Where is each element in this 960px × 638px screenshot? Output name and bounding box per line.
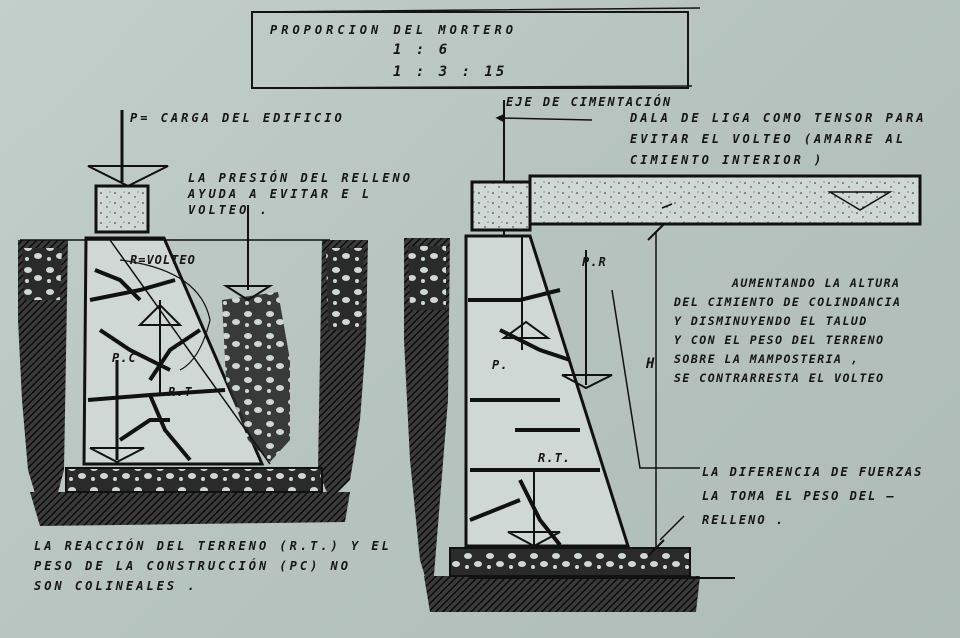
left-foundation <box>18 110 368 526</box>
axis-label: EJE DE CIMENTACIÓN <box>506 95 673 109</box>
axis-pointer <box>495 113 593 123</box>
overturn-label: R=VOLTEO <box>130 253 196 267</box>
left-load-block <box>94 184 150 234</box>
pr-leader <box>611 289 700 469</box>
fill-pressure-line-1: LA PRESIÓN DEL RELLENO <box>188 171 413 185</box>
left-load-head <box>87 165 169 188</box>
left-caption-line-1: LA REACCIÓN DEL TERRENO (R.T.) Y EL <box>34 539 392 553</box>
title-heading: PROPORCION DEL MORTERO <box>270 23 517 37</box>
p-label: P. <box>492 358 509 372</box>
tie-beam-line-1: DALA DE LIGA COMO TENSOR PARA <box>630 111 927 125</box>
tie-beam-line-3: CIMIENTO INTERIOR ) <box>630 153 825 167</box>
difference-line-3: RELLENO . <box>702 513 786 527</box>
rt-label-left: R.T <box>168 385 193 399</box>
left-masonry-joints <box>87 268 226 462</box>
right-soil-bottom <box>424 576 700 612</box>
fill-pressure-note: LA PRESIÓN DEL RELLENO AYUDA A EVITAR E … <box>188 170 413 218</box>
pc-label: P.C <box>112 351 137 365</box>
fill-pressure-line-2: AYUDA A EVITAR E L <box>188 187 373 201</box>
ratio-2: 1 : 3 : 15 <box>393 64 508 80</box>
tie-leader <box>661 203 673 209</box>
left-rt-triangle <box>137 303 183 326</box>
pr-label: P.R <box>582 255 607 269</box>
left-caption-line-2: PESO DE LA CONSTRUCCIÓN (PC) NO <box>34 559 351 573</box>
tie-beam-line-2: EVITAR EL VOLTEO (AMARRE AL <box>630 132 907 146</box>
right-base-stones <box>449 547 691 577</box>
right-p-triangle <box>500 320 552 339</box>
right-rt-triangle <box>507 531 561 548</box>
left-soil-right-stones <box>326 248 364 330</box>
right-foundation <box>404 100 922 612</box>
explanation-line-3: Y DISMINUYENDO EL TALUD <box>674 314 868 328</box>
difference-note: LA DIFERENCIA DE FUERZAS LA TOMA EL PESO… <box>702 460 923 532</box>
left-fill-triangle <box>222 285 274 302</box>
explanation-line-4: Y CON EL PESO DEL TERRENO <box>674 333 885 347</box>
right-soil-left <box>404 238 450 600</box>
left-caption-line-3: SON COLINEALES . <box>34 579 198 593</box>
left-overturn-line <box>109 239 271 465</box>
right-soil-left-stones <box>408 246 446 310</box>
load-label: P= CARGA DEL EDIFICIO <box>130 111 345 125</box>
difference-line-1: LA DIFERENCIA DE FUERZAS <box>702 465 924 479</box>
relleno-leader <box>659 515 685 541</box>
right-pr-triangle <box>561 374 613 390</box>
h-label: H <box>646 356 658 372</box>
title-box-extension <box>251 7 701 89</box>
rt-label-right: R.T. <box>538 451 571 465</box>
left-soil-left <box>18 240 68 510</box>
right-tie-block <box>470 180 532 232</box>
explanation-note: AUMENTANDO LA ALTURA DEL CIMIENTO DE COL… <box>674 274 901 388</box>
h-dimension-ticks <box>647 223 665 557</box>
ratio-1: 1 : 6 <box>393 42 451 58</box>
explanation-line-2: DEL CIMIENTO DE COLINDANCIA <box>674 295 902 309</box>
explanation-line-5: SOBRE LA MAMPOSTERIA , <box>674 352 860 366</box>
left-masonry <box>82 236 265 466</box>
title-box <box>251 11 689 89</box>
left-pc-triangle <box>89 447 145 464</box>
left-backfill <box>222 292 290 462</box>
tie-beam-ground-symbol <box>827 191 893 211</box>
explanation-line-6: SE CONTRARRESTA EL VOLTEO <box>674 371 885 385</box>
tie-beam-slab <box>528 174 922 226</box>
left-base-stones <box>65 467 323 493</box>
left-overturn-arc <box>119 259 211 371</box>
fill-pressure-line-3: VOLTEO . <box>188 203 270 217</box>
left-caption: LA REACCIÓN DEL TERRENO (R.T.) Y EL PESO… <box>34 536 392 596</box>
difference-line-2: LA TOMA EL PESO DEL — <box>702 489 896 503</box>
explanation-line-1: AUMENTANDO LA ALTURA <box>732 276 901 290</box>
right-masonry <box>464 234 631 548</box>
left-soil-bottom <box>30 492 350 526</box>
tie-beam-note: DALA DE LIGA COMO TENSOR PARA EVITAR EL … <box>630 108 927 171</box>
left-soil-left-stones <box>22 248 62 300</box>
